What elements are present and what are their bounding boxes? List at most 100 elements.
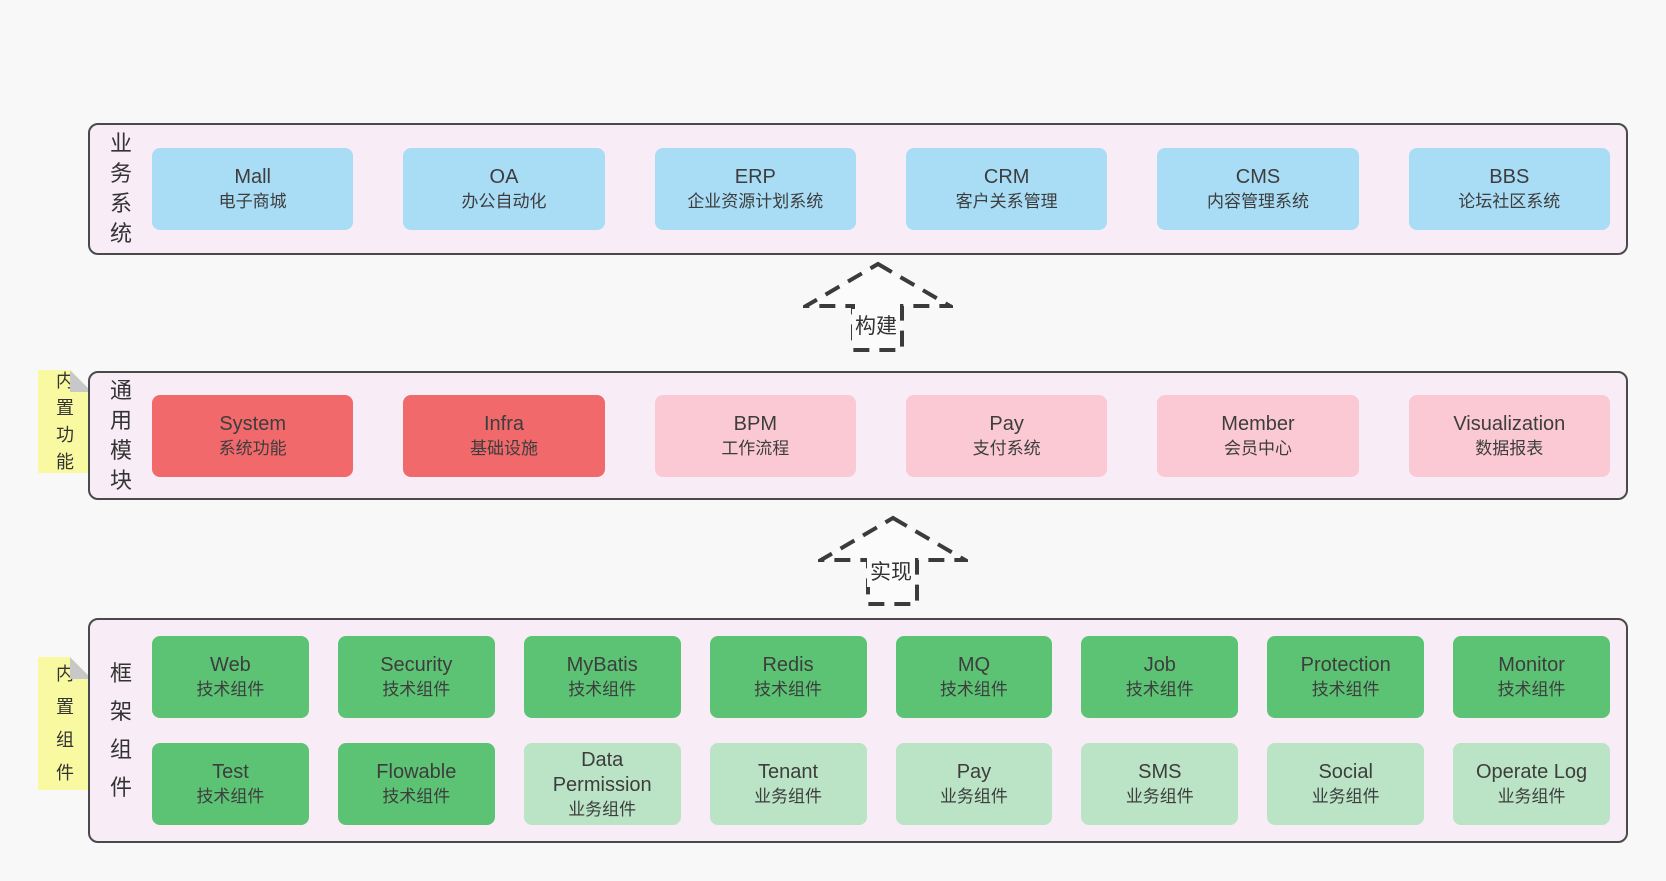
layer-modules-title: 通用模块 (109, 377, 132, 493)
layer-business-boxes: Mall 电子商城 OA 办公自动化 ERP 企业资源计划系统 CRM 客户关系管理 CMS 内容… (152, 125, 1626, 253)
module-box-title: Job (1143, 654, 1176, 676)
module-box-subtitle: 技术组件 (1311, 680, 1380, 699)
module-box-system: System 系统功能 (152, 394, 354, 477)
module-box-subtitle: 技术组件 (196, 680, 265, 699)
module-box-subtitle: 电子商城 (218, 192, 287, 211)
module-box-flowable: Flowable 技术组件 (337, 743, 495, 825)
module-row: Mall 电子商城 OA 办公自动化 ERP 企业资源计划系统 CRM 客户关系管理 CMS 内容… (152, 148, 1610, 230)
up-arrow-shape (803, 261, 953, 352)
module-box-title: Redis (762, 654, 814, 676)
module-box-social: Social 业务组件 (1267, 743, 1425, 825)
module-box-title: Tenant (758, 761, 819, 783)
module-box-subtitle: 技术组件 (382, 787, 451, 806)
module-box-title: Mall (234, 166, 271, 188)
module-box-subtitle: 客户关系管理 (955, 192, 1058, 211)
module-box-title: Test (212, 761, 249, 783)
module-box-subtitle: 技术组件 (1125, 680, 1194, 699)
module-box-cms: CMS 内容管理系统 (1157, 148, 1359, 230)
module-box-erp: ERP 企业资源计划系统 (654, 148, 856, 230)
module-box-title: Pay (956, 761, 992, 783)
module-box-subtitle: 企业资源计划系统 (687, 192, 824, 211)
module-box-title: Member (1221, 412, 1295, 435)
module-box-subtitle: 技术组件 (939, 680, 1008, 699)
module-box-oa: OA 办公自动化 (403, 148, 605, 230)
layer-components-title: 框架组件 (109, 660, 132, 800)
module-box-title: Protection (1300, 654, 1391, 676)
module-box-web: Web 技术组件 (152, 636, 309, 718)
module-box-title: CMS (1235, 166, 1281, 188)
module-box-title: Operate Log (1475, 761, 1588, 783)
module-box-subtitle: 业务组件 (1497, 787, 1566, 806)
module-box-subtitle: 技术组件 (754, 680, 823, 699)
sticky-components-label: 内置组件 (56, 663, 74, 783)
module-box-protection: Protection 技术组件 (1267, 636, 1425, 718)
module-box-tenant: Tenant 业务组件 (709, 743, 867, 825)
module-box-title: BBS (1489, 166, 1530, 188)
sticky-features-label: 内置功能 (56, 370, 74, 472)
module-box-title: OA (489, 166, 519, 188)
module-box-member: Member 会员中心 (1157, 394, 1359, 477)
layer-label-business: 业务系统 (90, 125, 152, 253)
module-box-subtitle: 业务组件 (754, 787, 823, 806)
module-box-job: Job 技术组件 (1081, 636, 1239, 718)
module-box-visualization: Visualization 数据报表 (1408, 394, 1610, 477)
arrow-implement-label: 实现 (867, 555, 915, 587)
module-box-subtitle: 业务组件 (939, 787, 1008, 806)
module-box-subtitle: 数据报表 (1475, 438, 1544, 458)
module-box-subtitle: 支付系统 (972, 438, 1041, 458)
module-box-title: Flowable (376, 761, 457, 783)
module-box-title: Visualization (1453, 412, 1566, 435)
module-box-subtitle: 技术组件 (568, 680, 637, 699)
module-box-title: Web (210, 654, 251, 676)
module-box-title: MQ (957, 654, 991, 676)
module-box-mall: Mall 电子商城 (152, 148, 354, 230)
module-box-subtitle: 论坛社区系统 (1458, 192, 1561, 211)
module-box-subtitle: 技术组件 (1497, 680, 1566, 699)
sticky-note-builtin-components: 内置组件 (38, 657, 92, 790)
module-box-redis: Redis 技术组件 (709, 636, 867, 718)
module-box-subtitle: 基础设施 (469, 438, 538, 458)
module-box-bpm: BPM 工作流程 (654, 394, 856, 477)
layer-business-systems: 业务系统 Mall 电子商城 OA 办公自动化 ERP 企业资源计划系统 CRM 客户关系管理… (88, 123, 1628, 255)
module-box-subtitle: 系统功能 (218, 438, 287, 458)
module-box-title: Monitor (1498, 654, 1565, 676)
module-box-mq: MQ 技术组件 (895, 636, 1053, 718)
module-box-bbs: BBS 论坛社区系统 (1408, 148, 1610, 230)
module-box-operate-log: Operate Log 业务组件 (1453, 743, 1610, 825)
layer-label-components: 框架组件 (90, 620, 152, 841)
module-box-subtitle: 会员中心 (1223, 438, 1292, 458)
module-box-mybatis: MyBatis 技术组件 (523, 636, 681, 718)
module-box-pay: Pay 业务组件 (895, 743, 1053, 825)
module-box-subtitle: 技术组件 (196, 787, 265, 806)
module-box-subtitle: 内容管理系统 (1206, 192, 1309, 211)
module-box-subtitle: 办公自动化 (461, 192, 547, 211)
module-box-title: CRM (983, 166, 1030, 188)
module-box-subtitle: 工作流程 (721, 438, 790, 458)
sticky-note-builtin-features: 内置功能 (38, 370, 92, 473)
module-box-title: Social (1318, 761, 1373, 783)
module-box-subtitle: 业务组件 (1311, 787, 1380, 806)
layer-business-title: 业务系统 (109, 131, 132, 246)
module-box-subtitle: 技术组件 (382, 680, 451, 699)
module-box-test: Test 技术组件 (152, 743, 309, 825)
module-box-title: BPM (733, 412, 777, 435)
module-box-monitor: Monitor 技术组件 (1453, 636, 1610, 718)
module-box-title: System (219, 412, 286, 435)
module-box-title: MyBatis (566, 654, 638, 676)
dashed-up-arrow-icon (803, 258, 953, 354)
module-box-title: ERP (734, 166, 776, 188)
module-box-crm: CRM 客户关系管理 (905, 148, 1108, 230)
